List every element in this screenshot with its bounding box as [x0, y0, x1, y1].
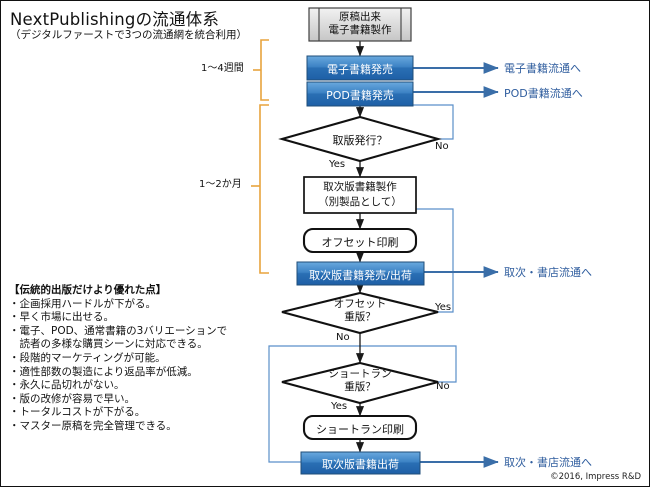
benefits-item: ・永久に品切れがない。: [9, 379, 125, 392]
node-decision-shortrun[interactable]: [281, 361, 439, 405]
benefits-item: ・段階的マーケティングが可能。: [9, 351, 166, 364]
node-start-label: 原稿出来 電子書籍製作: [328, 11, 392, 36]
node-decision-issue[interactable]: [278, 115, 442, 163]
benefits-item: ・企画採用ハードルが下がる。: [9, 297, 156, 310]
copyright-notice: ©2016, Impress R&D: [550, 472, 641, 482]
bracket-label-weeks: 1〜4週間: [201, 63, 244, 74]
branch-label-offset-no: No: [336, 332, 350, 343]
node-pod-sale-label: POD書籍発売: [326, 89, 394, 102]
branch-label-shortrun-yes: Yes: [331, 401, 348, 412]
bracket-months: [251, 104, 269, 274]
node-start[interactable]: [308, 7, 412, 42]
bracket-weeks: [253, 39, 269, 101]
node-decision-shortrun-label: ショートラン 重版？: [328, 368, 392, 393]
benefits-item: ・版の改修が容易で早い。: [9, 392, 135, 405]
node-shortrun-print-label: ショートラン印刷: [316, 423, 404, 436]
branch-label-issue-no: No: [435, 141, 449, 152]
node-decision-offset-label: オフセット 重版？: [333, 298, 387, 323]
page-subtitle: （デジタルファーストで3つの流通網を統合利用）: [10, 29, 247, 41]
channel-label-ebook: 電子書籍流通へ: [504, 62, 581, 75]
node-toritsugi-out-label: 取次版書籍出荷: [322, 458, 399, 471]
benefits-item: ・早く市場に出せる。: [9, 311, 114, 324]
benefits-item: ・トータルコストが下がる。: [9, 406, 146, 419]
benefits-item: ・電子、POD、通常書籍の3バリエーションで: [9, 324, 228, 337]
benefits-block: 【伝統的出版だけより優れた点】 ・企画採用ハードルが下がる。 ・早く市場に出せる…: [9, 284, 249, 434]
node-toritsugi-ship-label: 取次版書籍発売/出荷: [309, 269, 412, 282]
node-offset-print-label: オフセット印刷: [321, 236, 399, 249]
node-decision-offset[interactable]: [281, 291, 439, 335]
node-ebook-sale[interactable]: [306, 55, 414, 81]
channel-label-toritsugi-1: 取次・書店流通へ: [504, 266, 592, 279]
benefits-heading: 【伝統的出版だけより優れた点】: [9, 284, 167, 296]
bracket-label-months: 1〜2か月: [199, 179, 242, 190]
channel-label-pod: POD書籍流通へ: [504, 87, 583, 100]
node-offset-print[interactable]: [302, 227, 418, 254]
edge-shortrun-no-loop: [268, 345, 457, 463]
node-decision-issue-label: 取版発行？: [332, 134, 388, 147]
branch-label-issue-yes: Yes: [329, 159, 346, 170]
branch-label-shortrun-no: No: [436, 381, 450, 392]
node-shortrun-print[interactable]: [302, 414, 418, 441]
node-make-toritsugi-label: 取次版書籍製作 （別製品として）: [318, 181, 402, 208]
edges-channels: [413, 62, 499, 468]
node-make-toritsugi[interactable]: [303, 176, 417, 214]
node-pod-sale[interactable]: [306, 81, 414, 107]
node-toritsugi-ship[interactable]: [296, 261, 425, 286]
channel-label-toritsugi-2: 取次・書店流通へ: [504, 456, 592, 469]
benefits-item: ・マスター原稿を完全管理できる。: [9, 419, 177, 432]
benefits-item: 読者の多様な購買シーンに対応できる。: [9, 338, 208, 351]
branch-label-offset-yes: Yes: [435, 302, 452, 313]
benefits-item: ・適性部数の製造により返品率が低減。: [9, 365, 198, 378]
page-title: NextPublishingの流通体系: [10, 10, 220, 29]
node-toritsugi-out[interactable]: [300, 451, 421, 475]
node-ebook-sale-label: 電子書籍発売: [327, 63, 393, 76]
